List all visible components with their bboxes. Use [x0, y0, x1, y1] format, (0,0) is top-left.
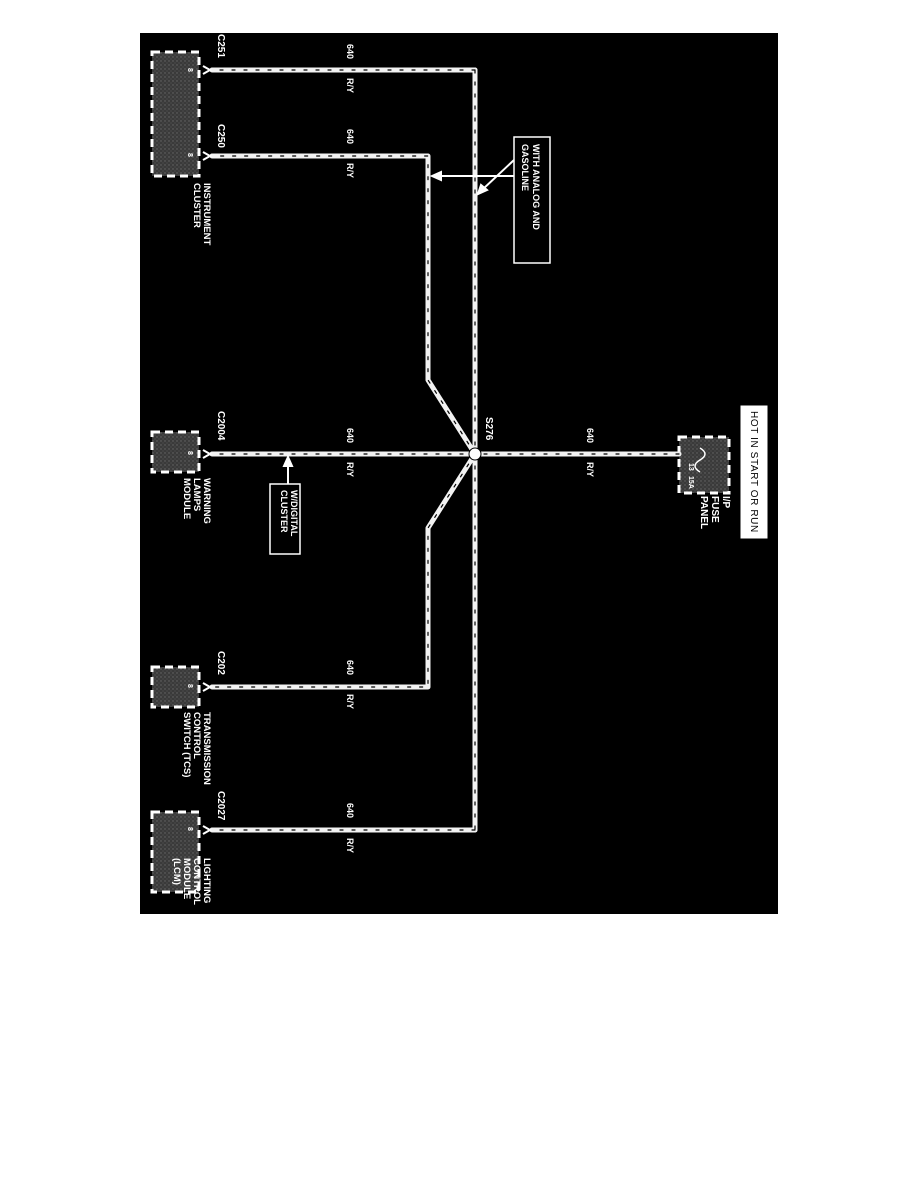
c251-pin: 8	[186, 68, 193, 72]
note-analog-line-2: GASOLINE	[520, 144, 530, 191]
wire-color-c251: R/Y	[345, 78, 355, 93]
wire-number-c202: 640	[345, 660, 355, 675]
note-analog-gasoline: WITH ANALOG AND GASOLINE	[429, 136, 551, 264]
wire-to-c202	[209, 451, 478, 690]
wire-color-c202: R/Y	[345, 694, 355, 709]
splice-label: S276	[483, 417, 494, 441]
fuse-number: 13	[687, 463, 694, 471]
fuse-rating: 15A	[687, 476, 694, 489]
warning-lamps-label-1: WARNING	[201, 478, 212, 524]
lcm-label-2: CONTROL	[191, 858, 202, 905]
diagram-background	[140, 33, 778, 914]
c250-pin: 8	[186, 153, 193, 157]
tcs-label-3: SWITCH (TCS)	[181, 712, 192, 777]
fuse-panel: 13 15A I/P FUSE PANEL	[677, 435, 731, 529]
lighting-control-module: 8 C2027 LIGHTING CONTROL MODULE (LCM)	[150, 791, 226, 905]
arrow-icon	[282, 454, 294, 484]
c2004-pin: 8	[186, 451, 193, 455]
fuse-panel-label-3: PANEL	[698, 496, 709, 529]
tcs-label-2: CONTROL	[191, 712, 202, 759]
tcs-label-1: TRANSMISSION	[201, 712, 212, 785]
instrument-cluster-label-2: CLUSTER	[191, 183, 202, 228]
fuse-panel-label-1: I/P	[720, 496, 731, 509]
connector-c2004-label: C2004	[215, 411, 226, 441]
connector-c251: C251	[202, 34, 226, 75]
wire-color-fuse: R/Y	[585, 462, 595, 477]
instrument-cluster: 8 8 INSTRUMENT CLUSTER	[150, 50, 212, 245]
note-analog-line-1: WITH ANALOG AND	[531, 144, 541, 230]
wire-number-c251: 640	[345, 44, 355, 59]
wire-color-c2004: R/Y	[345, 462, 355, 477]
lcm-label-1: LIGHTING	[201, 858, 212, 903]
connector-c2027-label: C2027	[215, 791, 226, 821]
instrument-cluster-label-1: INSTRUMENT	[201, 183, 212, 245]
lcm-label-3: MODULE	[181, 858, 192, 899]
fuse-panel-label-2: FUSE	[709, 496, 720, 523]
warning-lamps-label-2: LAMPS	[191, 478, 202, 511]
wire-number-fuse: 640	[585, 428, 595, 443]
fuse-symbol-icon	[694, 447, 706, 473]
connector-c251-label: C251	[215, 34, 226, 58]
note-digital-line-1: W/DIGITAL	[289, 490, 299, 537]
wire-number-c2027: 640	[345, 803, 355, 818]
wire-color-c250: R/Y	[345, 163, 355, 178]
lcm-label-4: (LCM)	[171, 858, 182, 885]
c2027-pin: 8	[186, 827, 193, 831]
wire-number-c250: 640	[345, 129, 355, 144]
arrow-icon	[429, 159, 515, 196]
warning-lamps-label-3: MODULE	[181, 478, 192, 519]
c202-pin: 8	[186, 684, 193, 688]
title-box: HOT IN START OR RUN	[739, 404, 769, 540]
transmission-control-switch: 8 C202 TRANSMISSION CONTROL SWITCH (TCS)	[150, 651, 226, 785]
wire-labels: 640 R/Y 640 R/Y 640 R/Y 640 R/Y 640 R/Y …	[345, 44, 595, 853]
connector-c250: C250	[202, 124, 226, 161]
connector-c202-label: C202	[215, 651, 226, 675]
wire-color-c2027: R/Y	[345, 838, 355, 853]
wire-number-c2004: 640	[345, 428, 355, 443]
diagram-title: HOT IN START OR RUN	[748, 411, 759, 533]
note-digital-line-2: CLUSTER	[279, 490, 289, 533]
splice-s276: S276	[468, 417, 494, 461]
warning-lamps-module: 8 C2004 WARNING LAMPS MODULE	[150, 411, 226, 524]
connector-c250-label: C250	[215, 124, 226, 148]
note-digital-cluster: W/DIGITAL CLUSTER	[269, 454, 301, 555]
